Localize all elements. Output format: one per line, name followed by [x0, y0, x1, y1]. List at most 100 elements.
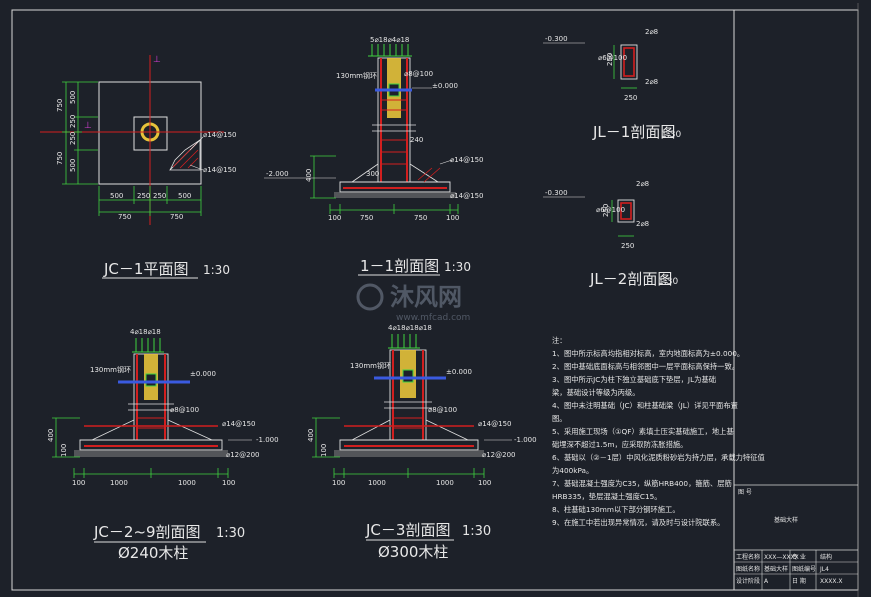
sec11-bottom-dim-4: 100 — [446, 214, 459, 222]
jc29-bottom-dim-4: 100 — [222, 479, 235, 487]
note-line-6: 图。 — [552, 414, 567, 423]
jc3-top-rebar: 4⌀18⌀18⌀18 — [388, 324, 432, 332]
jc3-bottom-dim-4: 100 — [478, 479, 491, 487]
plan-dim-left-1: 500 — [69, 91, 77, 104]
jl2-stirrup: ⌀6@100 — [596, 206, 625, 214]
plan-dim-bottom-total-1: 750 — [118, 213, 131, 221]
sec11-rebar-right: ⌀14@150 — [450, 156, 483, 164]
note-line-3: 3、图中所示JC为柱下独立基础底下垫层，JL为基础 — [552, 375, 716, 384]
jl2-width: 250 — [621, 242, 634, 250]
note-line-4: 梁，基础设计等级为丙级。 — [552, 388, 640, 397]
jc29-elev-top: ±0.000 — [190, 370, 216, 378]
jc29-bottom-dim-1: 100 — [72, 479, 85, 487]
jl1-section: -0.300 2⌀8 ⌀6@100 2⌀8 250 250 — [543, 28, 658, 102]
jc3-rebar-right: ⌀14@150 — [478, 420, 511, 428]
plan-dim-bottom-1: 500 — [110, 192, 123, 200]
axis-mark-left: ⊥ — [84, 121, 92, 131]
tb-cell-3: 专 业 — [792, 553, 806, 561]
jc29-subtitle: Ø240木柱 — [118, 544, 188, 562]
tb-cell-5: 图纸名称 — [736, 565, 760, 573]
tb-cell-2: XXX—XXXX — [764, 554, 799, 561]
tb-cell-6: 基础大样 — [764, 565, 788, 573]
jl1-width: 250 — [624, 94, 637, 102]
jc29-top-rebar: 4⌀18⌀18 — [130, 328, 161, 336]
tb-cell-10: A — [764, 578, 769, 585]
jc29-dim-400: 400 — [47, 429, 55, 442]
jl2-height: 250 — [602, 204, 610, 217]
note-line-8: 础埋深不超过1.5m，应采取防冻胀措施。 — [552, 440, 687, 449]
jl1-top-rebar: 2⌀8 — [645, 28, 658, 36]
plan-dim-left-total-2: 750 — [56, 152, 64, 165]
plan-rebar-1: ⌀14@150 — [203, 131, 236, 139]
jc3-bottom-dim-1: 100 — [332, 479, 345, 487]
jc3-bottom-dim-2: 1000 — [368, 479, 386, 487]
sec11-bottom-dim-1: 100 — [328, 214, 341, 222]
jl2-title: JL－2剖面图 — [589, 270, 672, 288]
note-line-12: HRB335，垫层混凝土强度C15。 — [552, 492, 662, 501]
axis-mark-top: ⊥ — [153, 55, 161, 65]
jl2-elev: -0.300 — [545, 189, 568, 197]
sec11-scale: 1:30 — [444, 260, 471, 274]
note-line-2: 2、图中基础底面标高与相邻图中一层平面标高保持一致。 — [552, 362, 739, 371]
jc1-plan-scale: 1:30 — [203, 263, 230, 277]
jc3-dim-100: 100 — [320, 444, 328, 457]
jl1-height: 250 — [606, 53, 614, 66]
sec11-dim-400: 400 — [305, 169, 313, 182]
plan-dim-left-4: 500 — [69, 159, 77, 172]
note-line-14: 9、在施工中若出现异常情况，请及时与设计院联系。 — [552, 518, 724, 527]
jc3-section: 4⌀18⌀18⌀18 130mm钢环 ±0.000 ⌀8@100 ⌀14@150… — [307, 324, 537, 487]
note-line-10: 为400kPa。 — [552, 466, 593, 475]
tb-cell-4: 结构 — [820, 553, 832, 561]
sec11-bolt: 130mm钢环 — [336, 71, 377, 80]
note-line-5: 4、图中未注明基础（JC）和柱基础梁（JL）详见平面布置 — [552, 401, 738, 410]
tb-cell-1: 工程名称 — [736, 553, 760, 561]
jc29-rebar-base: ⌀12@200 — [226, 451, 259, 459]
sec11-top-rebar: 5⌀18⌀4⌀18 — [370, 36, 409, 44]
jc1-plan-title: JC－1平面图 — [103, 260, 188, 278]
jc29-bolt: 130mm钢环 — [90, 365, 131, 374]
jl1-bottom-rebar: 2⌀8 — [645, 78, 658, 86]
sec11-title: 1－1剖面图 — [360, 257, 439, 275]
sec11-elev-top: ±0.000 — [432, 82, 458, 90]
notes-block: 注： 1、图中所示标高均指相对标高，室内地面标高为±0.000。 2、图中基础底… — [552, 336, 765, 527]
sec11-elev-base: -2.000 — [266, 170, 289, 178]
jl2-top-rebar: 2⌀8 — [636, 180, 649, 188]
sec11-dim-240: 240 — [410, 136, 423, 144]
jl1-elev: -0.300 — [545, 35, 568, 43]
plan-dim-left-2: 250 — [69, 115, 77, 128]
jc29-dim-100: 100 — [60, 444, 68, 457]
jc3-scale: 1:30 — [462, 524, 491, 539]
jc29-bottom-dim-3: 1000 — [178, 479, 196, 487]
jc3-title: JC－3剖面图 — [365, 521, 450, 539]
tb-cell-8: JL4 — [819, 566, 829, 573]
title-block-drawing-name: 基础大样 — [774, 516, 798, 524]
jc3-bolt: 130mm钢环 — [350, 361, 391, 370]
jl1-stirrup: ⌀6@100 — [598, 54, 627, 62]
plan-dim-left-3: 250 — [69, 132, 77, 145]
watermark: 沐风网 www.mfcad.com — [356, 283, 470, 323]
tb-cell-7: 图纸编号 — [792, 565, 816, 573]
jc3-bottom-dim-3: 1000 — [436, 479, 454, 487]
title-block-label: 图 号 — [738, 489, 752, 496]
note-line-7: 5、采用施工现场（①QF）素填土压实基础施工，地上基 — [552, 427, 734, 436]
jc3-stirrup: ⌀8@100 — [428, 406, 457, 414]
jc29-stirrup: ⌀8@100 — [170, 406, 199, 414]
plan-dim-left-total-1: 750 — [56, 99, 64, 112]
jc3-dim-400: 400 — [307, 429, 315, 442]
jc3-elev-top: ±0.000 — [446, 368, 472, 376]
jl1-scale: 1:30 — [661, 130, 681, 140]
jl2-scale: 1:30 — [658, 277, 678, 287]
jc29-elev-base: -1.000 — [256, 436, 279, 444]
jc29-rebar-right: ⌀14@150 — [222, 420, 255, 428]
note-line-11: 7、基础混凝土强度为C35，纵筋HRB400，箍筋、层筋 — [552, 479, 732, 488]
jc29-scale: 1:30 — [216, 526, 245, 541]
jc3-rebar-base: ⌀12@200 — [482, 451, 515, 459]
sec11-dim-300: 300 — [366, 170, 379, 178]
sec11-stirrup: ⌀8@100 — [404, 70, 433, 78]
jc29-bottom-dim-2: 1000 — [110, 479, 128, 487]
tb-cell-9: 设计阶段 — [736, 577, 760, 585]
sec11-rebar-bottom: ⌀14@150 — [450, 192, 483, 200]
notes-heading: 注： — [552, 336, 567, 345]
plan-dim-bottom-4: 500 — [178, 192, 191, 200]
